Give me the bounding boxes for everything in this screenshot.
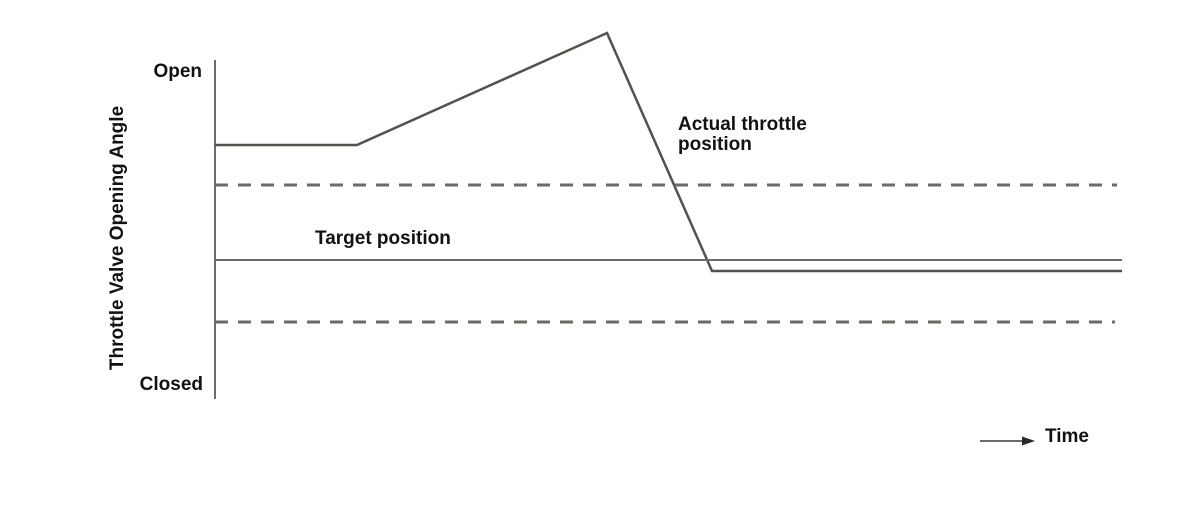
y-tick-label-open: Open xyxy=(153,61,202,82)
target-position-annotation: Target position xyxy=(315,228,451,249)
y-tick-label-closed: Closed xyxy=(139,374,203,395)
actual-throttle-position-annotation: Actual throttle position xyxy=(678,114,807,155)
x-axis-time-label: Time xyxy=(1045,426,1090,447)
y-axis-title: Throttle Valve Opening Angle xyxy=(107,105,129,371)
